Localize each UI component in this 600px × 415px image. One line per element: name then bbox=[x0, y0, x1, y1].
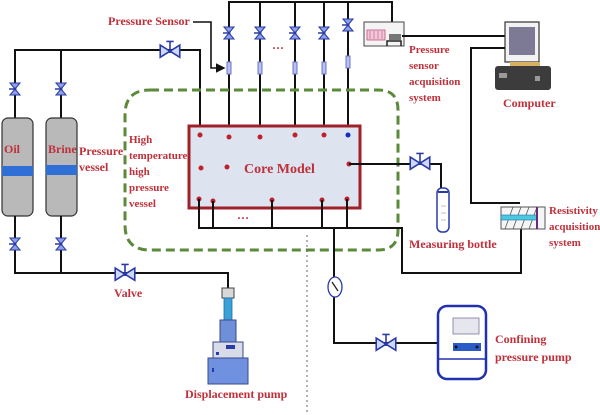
core-model bbox=[187, 124, 362, 210]
displacement-pump-icon bbox=[207, 287, 249, 385]
pressure-gauge-icon bbox=[327, 276, 343, 298]
valve-label: Valve bbox=[114, 286, 143, 300]
oil-bottom-valve-icon[interactable] bbox=[9, 237, 21, 251]
oil-vessel bbox=[1, 117, 34, 217]
oil-top-valve-icon[interactable] bbox=[9, 82, 21, 96]
outlet-pipe-to-bottle bbox=[349, 163, 442, 190]
sensor-valve-icon bbox=[254, 26, 266, 40]
resistivity-acquisition-label: Resistivity acquisition system bbox=[549, 205, 600, 249]
pressure-sensor-elements bbox=[226, 55, 351, 75]
brine-bottom-valve-icon[interactable] bbox=[55, 237, 67, 251]
displacement-pump-label: Displacement pump bbox=[185, 387, 288, 401]
sensor-lines bbox=[228, 1, 393, 125]
pressure-sensor-label: Pressure Sensor bbox=[108, 14, 191, 28]
pressure-sensor-icon bbox=[345, 55, 351, 69]
pressure-sensor-acquisition-device bbox=[363, 21, 405, 47]
pressure-sensor-icon bbox=[226, 61, 232, 75]
confining-pipe bbox=[333, 229, 437, 344]
outlet-ellipsis: ··· bbox=[237, 211, 249, 225]
cable-computer-to-resistivity bbox=[470, 47, 520, 204]
injection-pipe-top bbox=[14, 49, 201, 125]
sensor-valve-icon bbox=[289, 26, 301, 40]
sensor-ellipsis: ··· bbox=[272, 41, 284, 55]
confining-pressure-pump-label: Confining pressure pump bbox=[495, 332, 572, 364]
htp-vessel-label: High temperature high pressure vessel bbox=[129, 134, 190, 210]
brine-label: Brine bbox=[48, 142, 77, 156]
measuring-bottle-icon bbox=[436, 187, 450, 233]
pressure-sensor-icon bbox=[292, 61, 298, 75]
core-model-label: Core Model bbox=[244, 162, 315, 177]
injection-pipe-bottom bbox=[14, 216, 229, 290]
confining-valve-icon[interactable] bbox=[375, 333, 397, 352]
computer-icon bbox=[495, 21, 551, 90]
sensor-valve-icon bbox=[342, 18, 354, 32]
pressure-vessel-label: Pressure vessel bbox=[79, 144, 126, 174]
resistivity-pipe bbox=[198, 199, 522, 274]
oil-label: Oil bbox=[4, 142, 21, 156]
brine-vessel bbox=[45, 117, 78, 217]
outlet-valve-icon[interactable] bbox=[409, 152, 431, 171]
brine-top-valve-icon[interactable] bbox=[55, 82, 67, 96]
displacement-valve-icon[interactable] bbox=[114, 263, 136, 282]
htp-vessel-boundary bbox=[123, 88, 400, 252]
resistivity-acquisition-device bbox=[500, 206, 546, 230]
sensor-valves[interactable] bbox=[223, 18, 354, 40]
pressure-sensor-icon bbox=[321, 61, 327, 75]
measuring-bottle-label: Measuring bottle bbox=[409, 237, 497, 251]
inlet-valve-icon[interactable] bbox=[159, 40, 181, 59]
pressure-sensor-arrow bbox=[193, 21, 226, 73]
sensor-valve-icon bbox=[223, 26, 235, 40]
pressure-sensor-acquisition-label: Pressure sensor acquisition system bbox=[409, 44, 463, 104]
computer-label: Computer bbox=[503, 96, 556, 110]
confining-pressure-pump-icon bbox=[436, 304, 488, 381]
sensor-valve-icon bbox=[318, 26, 330, 40]
pressure-sensor-icon bbox=[257, 61, 263, 75]
